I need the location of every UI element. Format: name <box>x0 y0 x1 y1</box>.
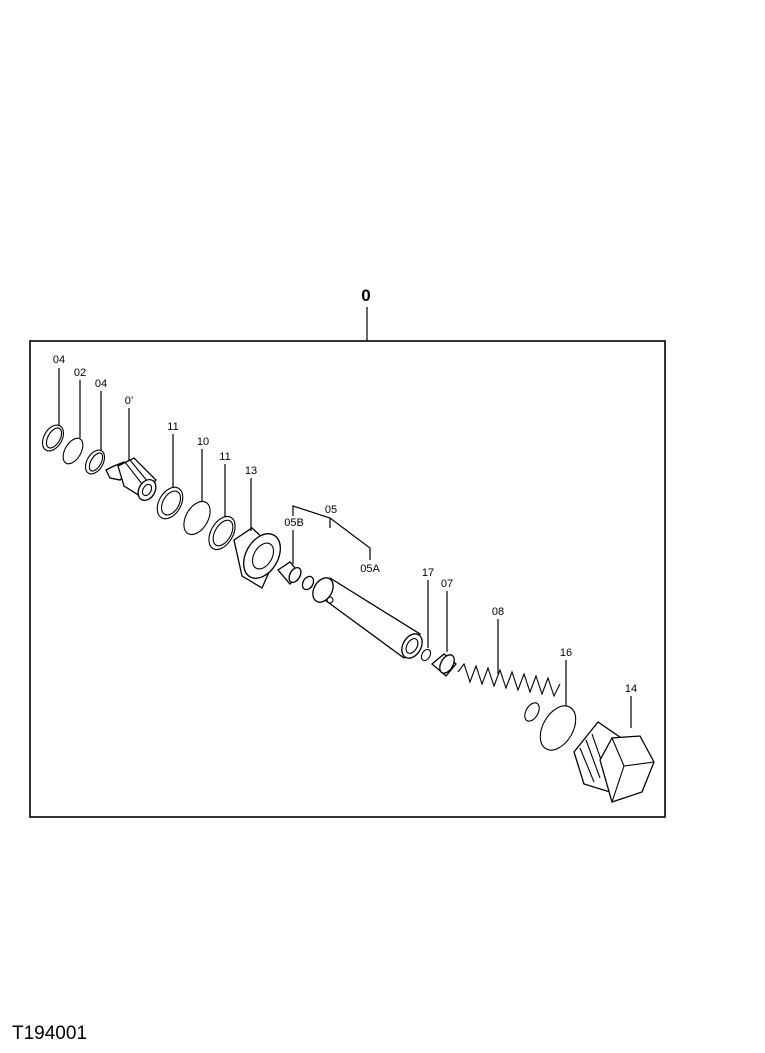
part-08-spring <box>457 662 561 722</box>
callout-02: 02 <box>74 367 86 379</box>
callout-07: 07 <box>441 578 453 590</box>
callout-08: 08 <box>492 606 504 618</box>
part-05b-piston <box>277 561 315 591</box>
part-11-backup-ring-left <box>156 486 184 520</box>
callout-16: 16 <box>560 647 572 659</box>
assembly-frame <box>29 340 666 818</box>
callout-05a: 05A <box>360 563 380 575</box>
leader-lines <box>58 368 632 728</box>
callout-11-left: 11 <box>167 421 178 433</box>
callout-10: 10 <box>197 436 209 448</box>
part-01-poppet <box>105 457 157 501</box>
callout-01: 0’ <box>125 395 134 407</box>
callout-14: 14 <box>625 683 637 695</box>
part-11-backup-ring-right <box>208 515 236 551</box>
part-02-o-ring <box>62 437 84 465</box>
part-07-spring-seat <box>430 653 457 677</box>
assembly-label: 0 <box>361 286 370 305</box>
part-04-ring-left <box>41 424 65 452</box>
part-10-o-ring <box>183 500 211 536</box>
part-17-ring <box>420 648 432 662</box>
callout-11-right: 11 <box>219 451 230 463</box>
callout-04-left: 04 <box>53 354 65 366</box>
callout-13: 13 <box>245 465 257 477</box>
reference-code: T194001 <box>12 1023 88 1044</box>
part-13-seat <box>233 527 281 589</box>
part-04-ring-right <box>84 449 106 475</box>
part-14-plug <box>573 721 655 803</box>
callout-04-right: 04 <box>95 378 107 390</box>
callout-05: 05 <box>325 504 337 516</box>
callout-05b: 05B <box>284 517 304 529</box>
part-05a-sleeve <box>312 577 423 659</box>
callout-17: 17 <box>422 567 434 579</box>
part-16-o-ring <box>539 705 577 751</box>
